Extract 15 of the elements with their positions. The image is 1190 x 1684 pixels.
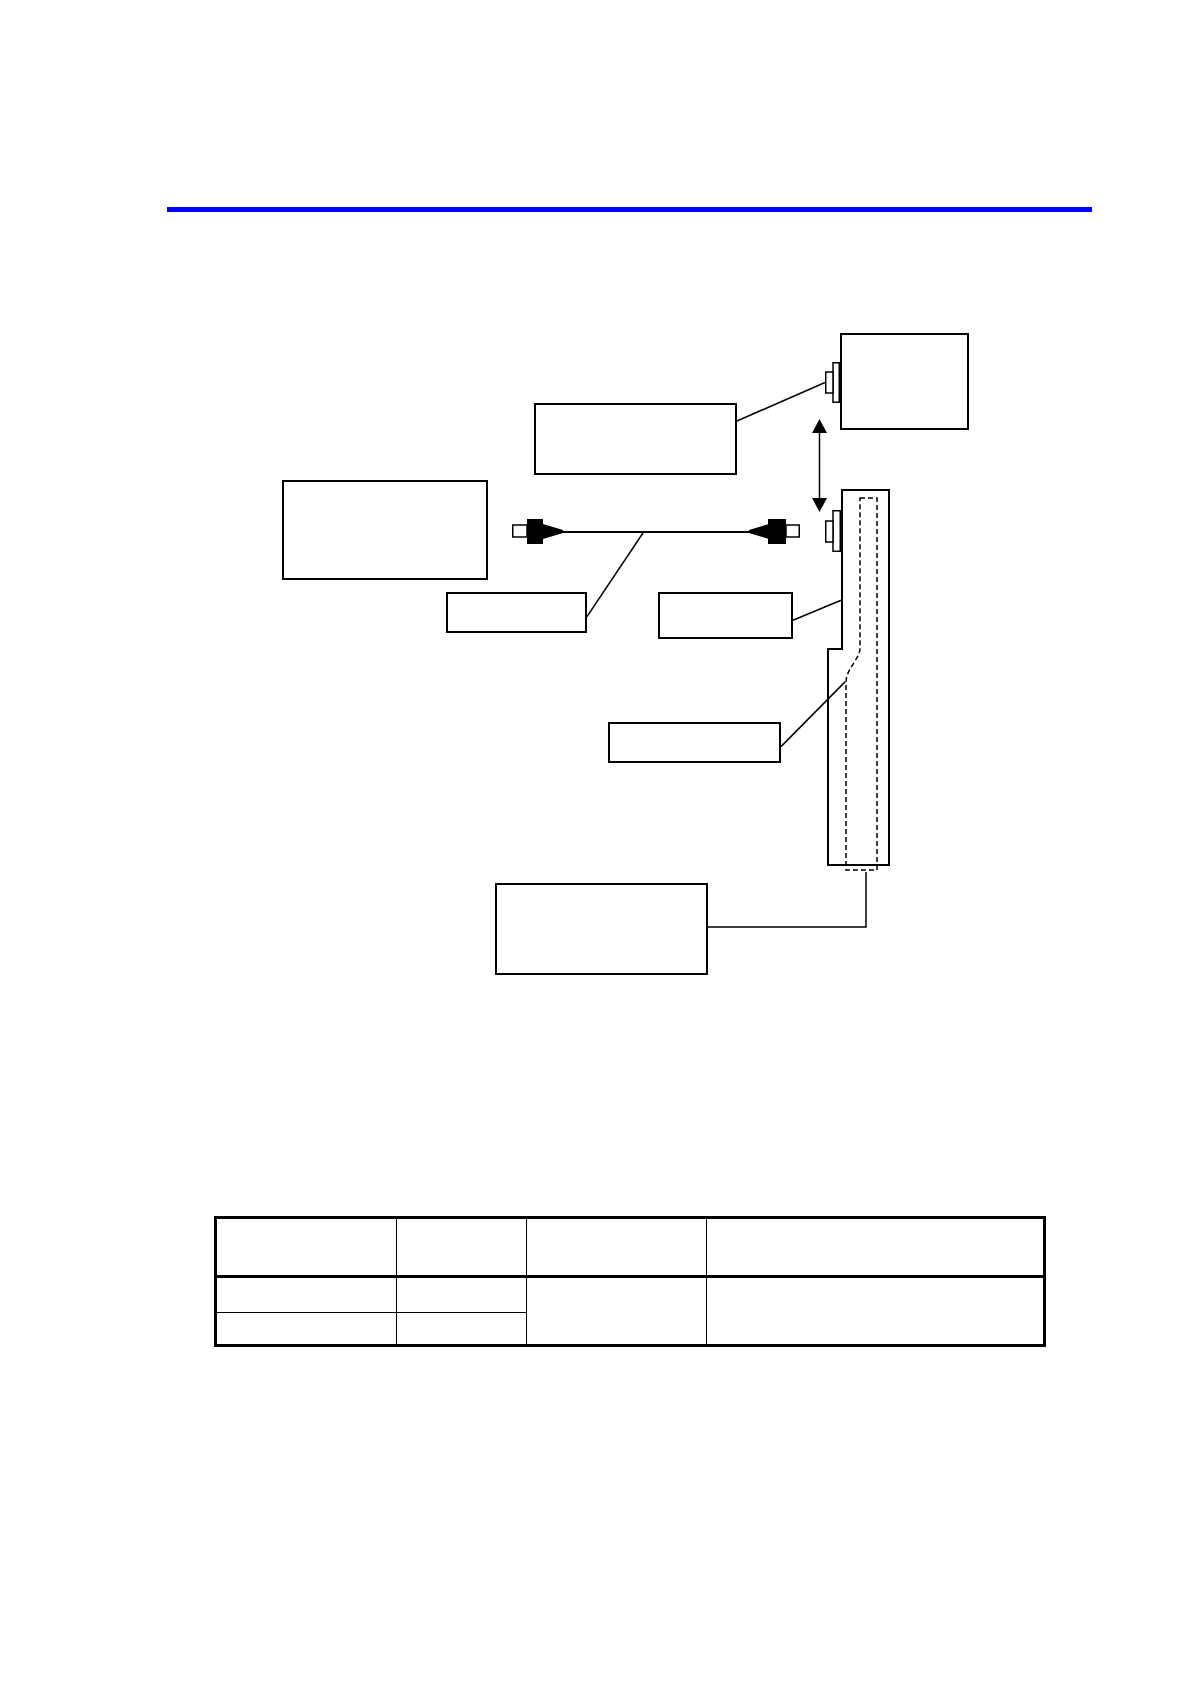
callout-box (495, 883, 708, 975)
callout-box (608, 722, 781, 763)
connector-icon (825, 362, 840, 403)
leader-line (586, 532, 644, 618)
leader-line (780, 681, 846, 748)
hidden-line-outline (845, 497, 878, 872)
callout-box (282, 480, 488, 580)
callout-box (658, 592, 793, 639)
callout-box (534, 403, 737, 475)
callout-box (446, 592, 587, 633)
device-box (840, 333, 969, 430)
leader-line (707, 871, 867, 928)
leader-line (736, 381, 826, 422)
cable-line (563, 531, 749, 533)
leader-line (792, 599, 842, 621)
